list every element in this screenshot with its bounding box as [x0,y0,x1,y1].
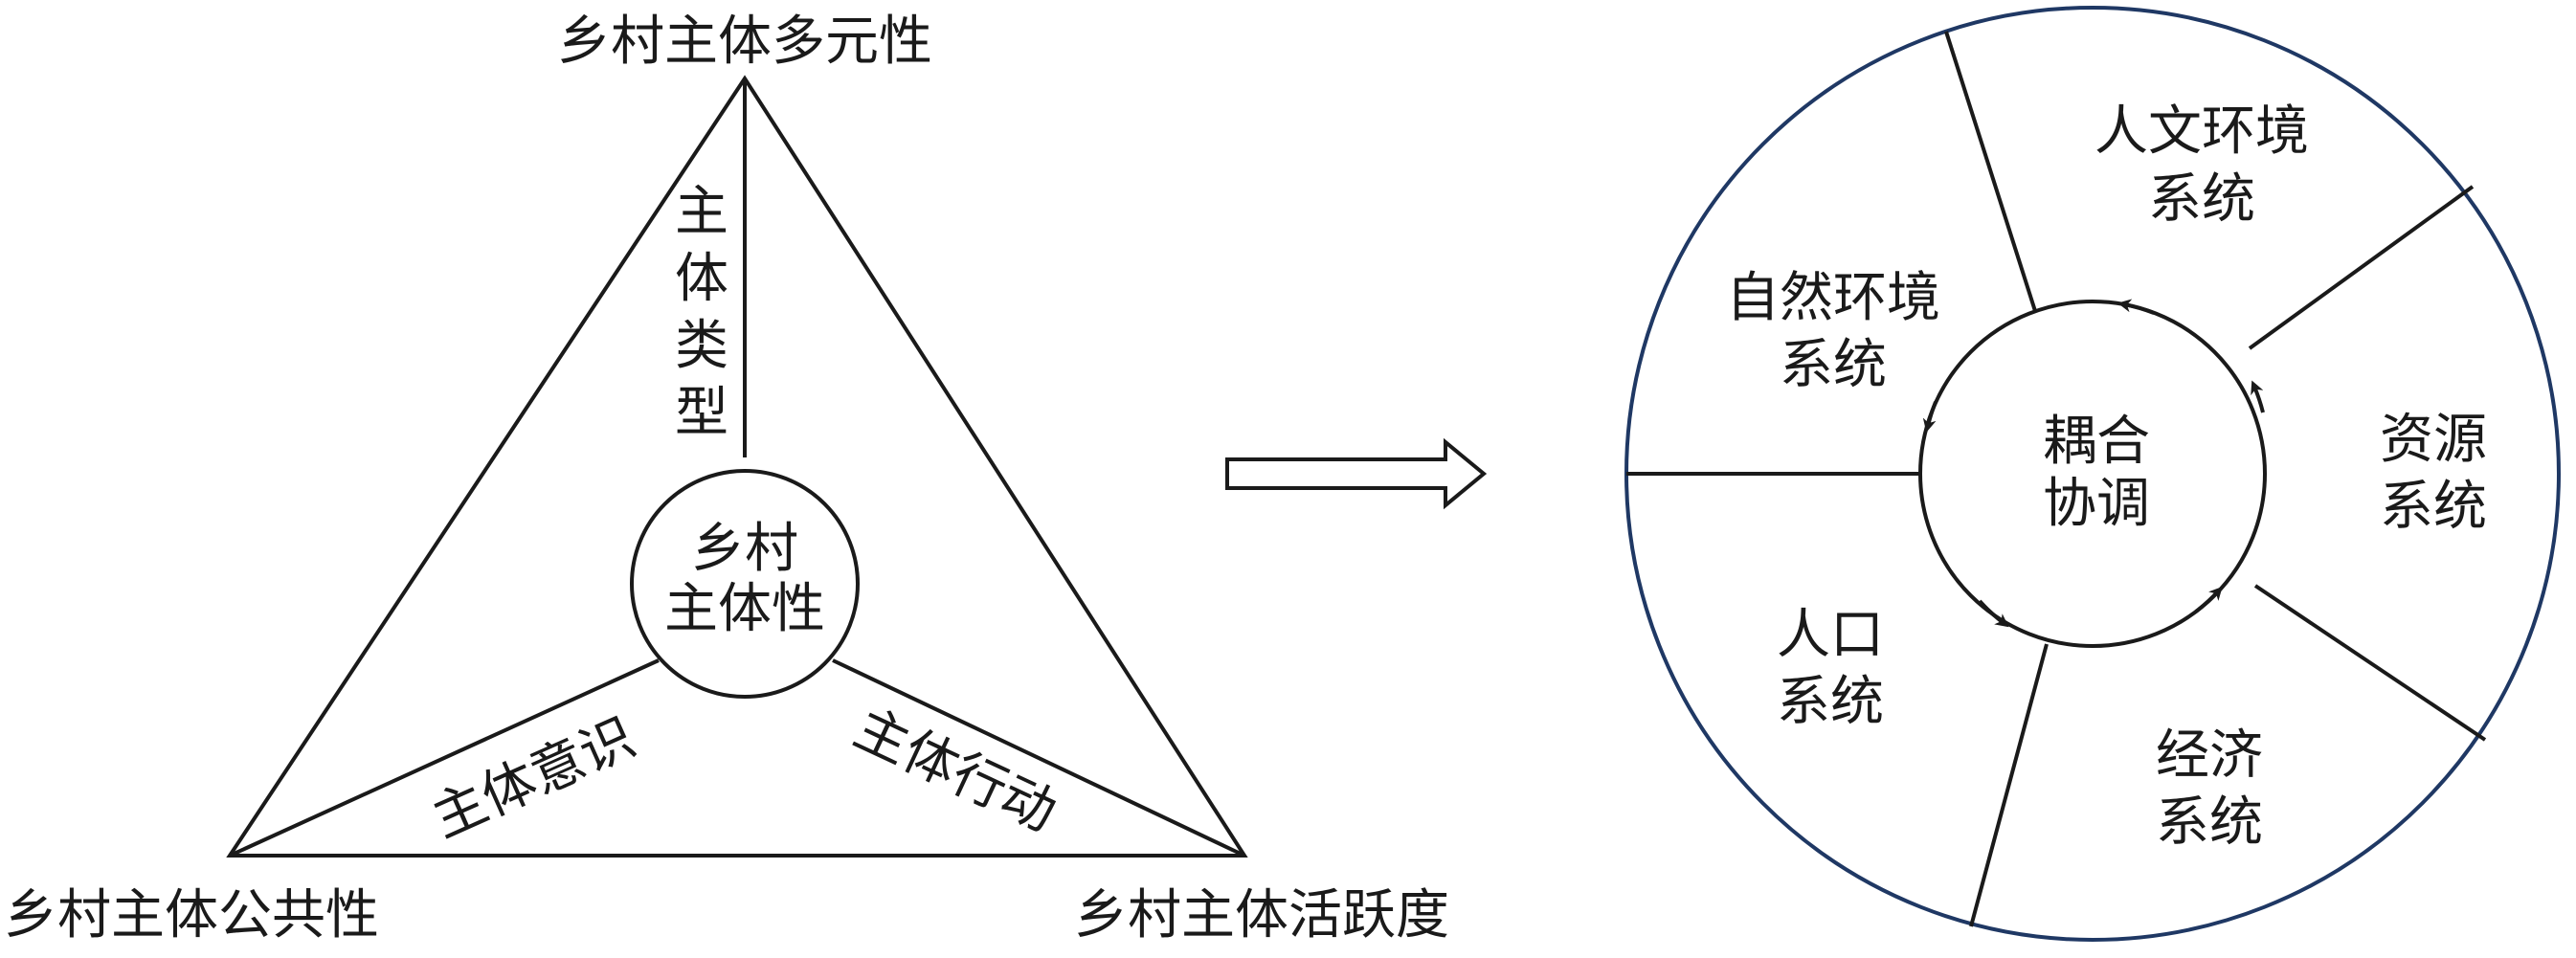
right-arrow-icon [1225,437,1488,510]
cycle-arrow-top [2117,299,2155,315]
sector-population-line2: 系统 [1777,671,1884,733]
sector-humanities-line1: 人文环境 [2094,100,2309,163]
edge-vertical-char-1: 主 [675,181,728,243]
right-spoke [832,658,1245,858]
triangle-outline [226,75,1248,858]
sector-nature-line1: 自然环境 [1726,267,1940,329]
center-label-line2: 主体性 [664,578,825,640]
edge-vertical-char-3: 类 [675,315,728,377]
sector-resources-line1: 资源 [2380,409,2487,471]
edge-left-label: 主体意识 [423,706,644,850]
sector-humanities-line2: 系统 [2148,168,2255,231]
left-vertex-label: 乡村主体公共性 [4,884,379,947]
center-circle [630,469,860,699]
wheel-diagram: 耦合 协调 人文环境 系统 资源 系统 经济 系统 人口 系统 自然环境 系统 [1624,6,2561,942]
divider-lower-right [2253,584,2487,742]
divider-top [1944,31,2037,312]
sector-economy-line2: 系统 [2156,791,2263,854]
cycle-arrow-left [1922,401,1938,433]
sector-economy-line1: 经济 [2156,724,2263,787]
divider-bottom [1969,643,2049,927]
wheel-center-line2: 协调 [2043,473,2150,535]
edge-vertical-char-4: 型 [675,382,728,444]
sector-resources-line2: 系统 [2380,476,2487,538]
right-vertex-label: 乡村主体活跃度 [1074,884,1449,947]
edge-vertical-char-2: 体 [675,248,728,310]
cycle-arrow-right [2251,380,2265,413]
top-vertex-label: 乡村主体多元性 [557,11,932,73]
center-label-line1: 乡村 [691,518,798,580]
sector-nature-line2: 系统 [1780,334,1887,396]
triangle-diagram: 乡村主体多元性 乡村主体公共性 乡村主体活跃度 乡村 主体性 主 体 类 型 主… [4,11,1449,947]
cycle-arrow-bottom-left [1978,599,2009,628]
left-spoke [229,658,660,858]
cycle-arrow-bottom-right [2194,586,2223,613]
divider-upper-right [2248,185,2475,350]
sector-population-line1: 人口 [1777,604,1884,666]
wheel-center-line1: 耦合 [2043,411,2150,473]
